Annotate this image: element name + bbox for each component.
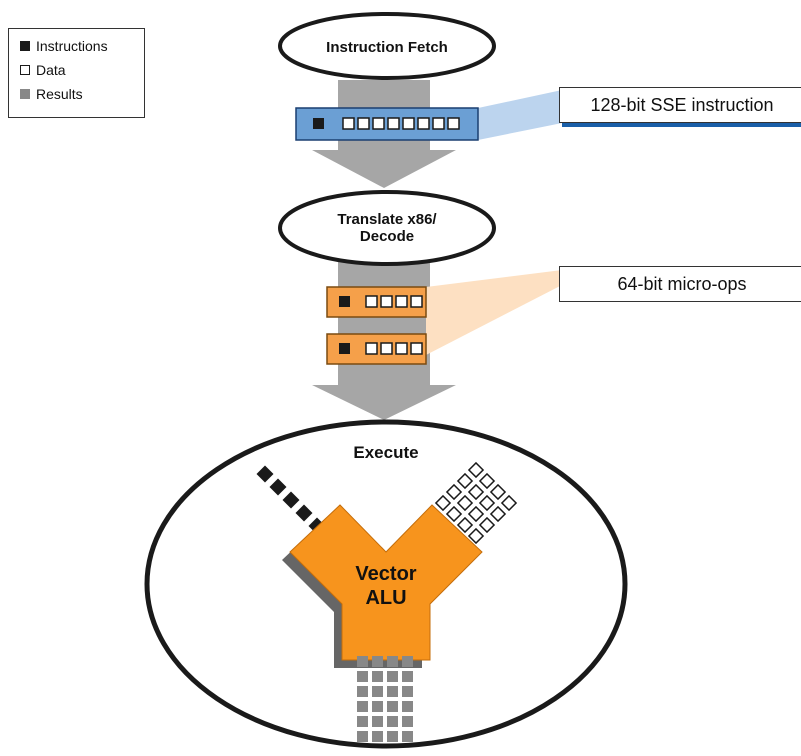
micro-op-data-square (410, 295, 423, 308)
result-square (372, 731, 383, 742)
execute-label: Execute (353, 443, 418, 462)
sse-data-square (402, 117, 415, 130)
result-square (402, 671, 413, 682)
instruction-fetch-label: Instruction Fetch (326, 39, 448, 56)
legend-item-results: Results (20, 82, 144, 106)
legend-item-data: Data (20, 58, 144, 82)
sse-data-square (372, 117, 385, 130)
legend-label: Instructions (36, 38, 108, 54)
data-square (467, 483, 485, 501)
decode-ellipse (278, 190, 496, 266)
result-square (372, 656, 383, 667)
data-square (489, 505, 507, 523)
result-square (402, 701, 413, 712)
result-square (387, 716, 398, 727)
result-square (402, 716, 413, 727)
data-grid (434, 461, 518, 545)
micro-ops-callout: 64-bit micro-ops (559, 266, 801, 302)
micro-op-data-square (380, 295, 393, 308)
result-square (387, 731, 398, 742)
micro-op-data-square (410, 342, 423, 355)
data-square (478, 494, 496, 512)
result-square (372, 671, 383, 682)
result-swatch-icon (20, 89, 30, 99)
instruction-swatch-icon (20, 41, 30, 51)
decode-label-line1: Translate x86/ (337, 211, 437, 228)
sse-data-square (417, 117, 430, 130)
data-square (489, 483, 507, 501)
sse-data-square (357, 117, 370, 130)
sse-instruction-callout: 128-bit SSE instruction (559, 87, 801, 123)
data-square (467, 461, 485, 479)
result-square (402, 686, 413, 697)
sse-data-square (387, 117, 400, 130)
sse-instruction-label: 128-bit SSE instruction (590, 94, 774, 115)
data-square (478, 516, 496, 534)
result-square (387, 671, 398, 682)
result-grid (357, 656, 413, 742)
data-swatch-icon (20, 65, 30, 75)
sse-data-squares (342, 117, 460, 130)
data-square (445, 483, 463, 501)
result-square (357, 716, 368, 727)
result-square (402, 656, 413, 667)
result-square (372, 686, 383, 697)
data-square (478, 472, 496, 490)
micro-op-data-square (365, 295, 378, 308)
sse-callout-band (478, 90, 562, 140)
micro-op-data-square (380, 342, 393, 355)
micro-op-data-square (365, 342, 378, 355)
sse-data-square (342, 117, 355, 130)
vector-alu-label-line2: ALU (365, 587, 406, 609)
result-square (357, 701, 368, 712)
micro-ops-label: 64-bit micro-ops (617, 273, 747, 294)
legend-item-instructions: Instructions (20, 34, 144, 58)
data-square (434, 494, 452, 512)
sse-data-square (432, 117, 445, 130)
instruction-square (269, 478, 287, 496)
instruction-fetch-ellipse (278, 12, 496, 80)
microops-callout-band (426, 270, 562, 355)
decode-label-line2: Decode (360, 228, 414, 245)
vector-alu (289, 504, 483, 661)
micro-op-register-1 (326, 286, 427, 318)
result-square (357, 671, 368, 682)
result-square (357, 731, 368, 742)
data-square (467, 527, 485, 545)
legend: Instructions Data Results (8, 28, 145, 118)
legend-label: Results (36, 86, 83, 102)
legend-label: Data (36, 62, 66, 78)
vector-alu-label-line1: Vector (355, 563, 416, 585)
micro-op-data-square (395, 295, 408, 308)
result-square (372, 701, 383, 712)
data-square (456, 472, 474, 490)
result-square (387, 701, 398, 712)
result-square (387, 686, 398, 697)
sse-register (295, 107, 479, 141)
micro-op-register-2 (326, 333, 427, 365)
data-square (467, 505, 485, 523)
instruction-square (256, 465, 274, 483)
result-square (357, 686, 368, 697)
result-square (372, 716, 383, 727)
sse-instruction-square (313, 118, 324, 129)
result-square (402, 731, 413, 742)
data-square (445, 505, 463, 523)
sse-data-square (447, 117, 460, 130)
data-square (500, 494, 518, 512)
instruction-square (295, 504, 313, 522)
instruction-square (282, 491, 300, 509)
data-square (456, 516, 474, 534)
micro-op-data-square (395, 342, 408, 355)
result-square (387, 656, 398, 667)
result-square (357, 656, 368, 667)
data-square (456, 494, 474, 512)
